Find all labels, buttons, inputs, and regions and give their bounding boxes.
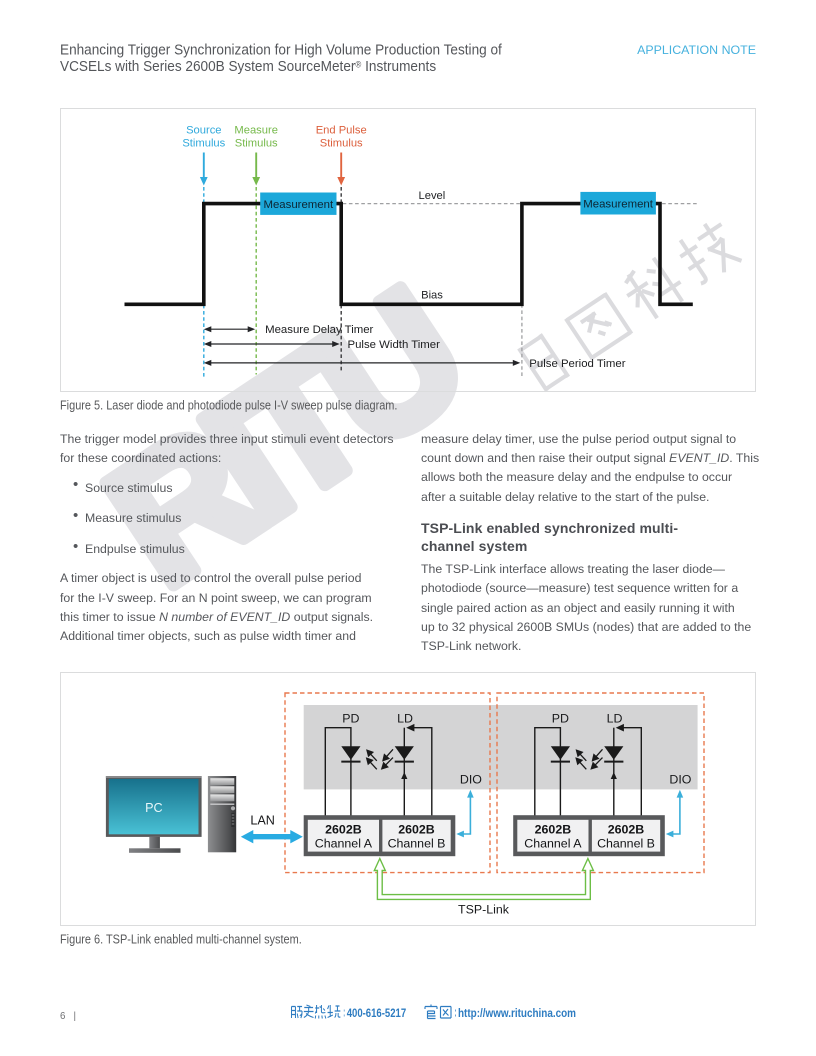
svg-text:End Pulse: End Pulse bbox=[315, 124, 366, 136]
svg-text:Stimulus: Stimulus bbox=[182, 137, 225, 149]
svg-text:Pulse Period Timer: Pulse Period Timer bbox=[529, 358, 625, 370]
svg-text:PC: PC bbox=[145, 801, 163, 815]
svg-text:Stimulus: Stimulus bbox=[319, 137, 362, 149]
svg-text:TSP-Link: TSP-Link bbox=[458, 903, 510, 917]
svg-text:Bias: Bias bbox=[421, 289, 443, 301]
svg-text:http://www.rituchina.com: http://www.rituchina.com bbox=[458, 1006, 576, 1020]
svg-text:Measure: Measure bbox=[234, 124, 278, 136]
svg-text:Pulse Width Timer: Pulse Width Timer bbox=[347, 339, 440, 351]
svg-text:Stimulus: Stimulus bbox=[234, 137, 277, 149]
svg-text:400-616-5217: 400-616-5217 bbox=[347, 1006, 407, 1020]
svg-text:Source: Source bbox=[186, 124, 221, 136]
svg-text:Measurement: Measurement bbox=[263, 199, 333, 211]
svg-text:Measure Delay Timer: Measure Delay Timer bbox=[265, 324, 373, 336]
svg-text:LAN: LAN bbox=[250, 814, 275, 828]
svg-text:Measurement: Measurement bbox=[583, 198, 653, 210]
svg-text:Level: Level bbox=[418, 189, 445, 201]
